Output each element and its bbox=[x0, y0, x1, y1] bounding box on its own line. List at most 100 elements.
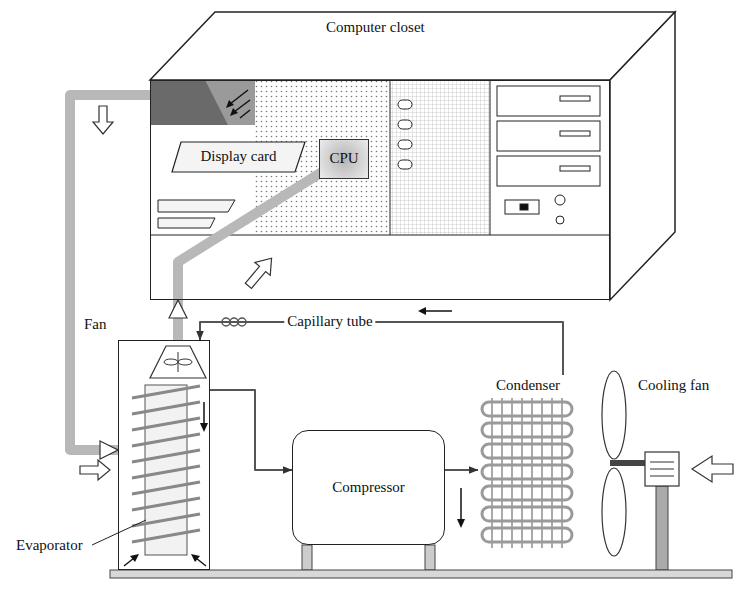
cpu-chip: CPU bbox=[319, 139, 369, 179]
duct-outlet bbox=[230, 90, 248, 104]
card-shape bbox=[172, 142, 305, 172]
flow-arrow bbox=[460, 488, 462, 520]
condenser-label: Condenser bbox=[496, 377, 560, 394]
closet-housing bbox=[150, 80, 610, 300]
evaporator-coil bbox=[196, 558, 206, 566]
evaporator-fan bbox=[150, 346, 206, 378]
condenser-coil bbox=[552, 398, 553, 548]
evaporator-coil bbox=[200, 423, 208, 432]
drive-bays bbox=[520, 204, 528, 210]
closet-housing bbox=[390, 80, 490, 235]
expansion-boards bbox=[158, 218, 215, 228]
inner-duct bbox=[178, 172, 322, 300]
evaporator-coil bbox=[132, 418, 200, 430]
condenser-coil bbox=[482, 507, 572, 521]
cooling-fan bbox=[650, 476, 674, 477]
evaporator-coil bbox=[203, 402, 205, 424]
expansion-boards bbox=[158, 200, 235, 212]
closet-housing bbox=[390, 80, 391, 235]
drive-bays bbox=[556, 216, 564, 224]
drive-bays bbox=[505, 200, 539, 214]
condenser-coil bbox=[482, 402, 572, 542]
flow-arrow bbox=[457, 519, 465, 528]
duct-outlet bbox=[150, 80, 255, 125]
cpu-chip-label: CPU bbox=[329, 150, 358, 167]
duct-outlet bbox=[240, 110, 250, 118]
edge-label: Capillary tube bbox=[284, 313, 375, 330]
display-card-label: Display card bbox=[200, 148, 276, 165]
condenser-coil bbox=[482, 423, 572, 437]
condenser-coil bbox=[562, 398, 563, 548]
condenser-coil bbox=[482, 402, 572, 416]
evaporator-coil bbox=[124, 385, 208, 566]
air-duct bbox=[173, 300, 183, 340]
condenser-coil bbox=[542, 398, 543, 548]
drive-bays bbox=[560, 166, 590, 171]
capillary-tube bbox=[200, 322, 563, 375]
evaporator-coil bbox=[132, 402, 200, 414]
drive-bays bbox=[555, 195, 565, 205]
closet-housing bbox=[610, 12, 675, 300]
evaporator-coil bbox=[132, 386, 200, 542]
condenser-coil bbox=[482, 528, 572, 542]
evaporator-coil bbox=[132, 450, 200, 462]
refrigerant-pipe bbox=[210, 390, 292, 470]
evaporator-coil bbox=[132, 386, 200, 398]
evaporator-coil bbox=[132, 530, 200, 542]
vent-slots bbox=[398, 100, 412, 109]
evaporator-coil bbox=[124, 558, 134, 566]
duct-outlet bbox=[234, 100, 250, 112]
evaporator-coil bbox=[132, 434, 200, 446]
drive-bays bbox=[497, 86, 600, 116]
vent-slots bbox=[398, 100, 412, 169]
vent-slots bbox=[398, 160, 412, 169]
cooling-fan-label: Cooling fan bbox=[638, 377, 709, 394]
flow-arrow bbox=[418, 307, 426, 315]
compressor: Compressor bbox=[292, 430, 445, 545]
evaporator-coil bbox=[132, 482, 200, 494]
inner-duct bbox=[178, 172, 322, 300]
condenser-coil bbox=[482, 444, 572, 458]
compressor-feet bbox=[302, 545, 312, 570]
cooling-fan bbox=[602, 371, 679, 570]
closet-housing bbox=[150, 12, 675, 300]
computer-closet-label: Computer closet bbox=[326, 19, 425, 36]
evaporator-coil bbox=[132, 498, 200, 510]
expansion-boards bbox=[158, 200, 235, 228]
air-duct bbox=[70, 95, 150, 450]
closet-housing bbox=[490, 80, 491, 235]
condenser-coil bbox=[482, 398, 572, 548]
base-plate bbox=[110, 570, 732, 578]
cooling-fan bbox=[602, 371, 626, 459]
vent-slots bbox=[398, 120, 412, 129]
evaporator-label: Evaporator bbox=[16, 537, 83, 554]
compressor-feet bbox=[302, 545, 435, 570]
condenser-coil bbox=[522, 398, 523, 548]
compressor-feet bbox=[425, 545, 435, 570]
evaporator-fan bbox=[178, 352, 179, 372]
condenser-coil bbox=[512, 398, 513, 548]
evaporator-fan bbox=[150, 346, 206, 378]
condenser-coil bbox=[482, 465, 572, 479]
evaporator-coil bbox=[132, 514, 200, 526]
airflow-arrow bbox=[80, 460, 110, 480]
flow-arrow bbox=[425, 310, 452, 312]
evaporator-coil bbox=[130, 554, 139, 562]
airflow-arrow bbox=[241, 252, 279, 292]
leader-line bbox=[92, 520, 146, 545]
condenser-coil bbox=[532, 398, 533, 548]
display-card: Display card bbox=[171, 141, 306, 173]
cooling-fan bbox=[610, 460, 646, 466]
vent-slots bbox=[398, 140, 412, 149]
duct-outlet bbox=[230, 108, 238, 116]
condenser-coil bbox=[492, 398, 493, 548]
compressor-label: Compressor bbox=[332, 479, 405, 496]
drive-bays bbox=[560, 96, 590, 101]
condenser-coil bbox=[492, 398, 562, 548]
cooling-fan bbox=[650, 462, 674, 463]
airflow-arrow bbox=[93, 106, 113, 134]
evaporator: Evaporator bbox=[118, 340, 210, 570]
cooling-fan bbox=[602, 468, 626, 556]
evaporator-fan bbox=[178, 359, 192, 365]
condenser-coil bbox=[502, 398, 503, 548]
